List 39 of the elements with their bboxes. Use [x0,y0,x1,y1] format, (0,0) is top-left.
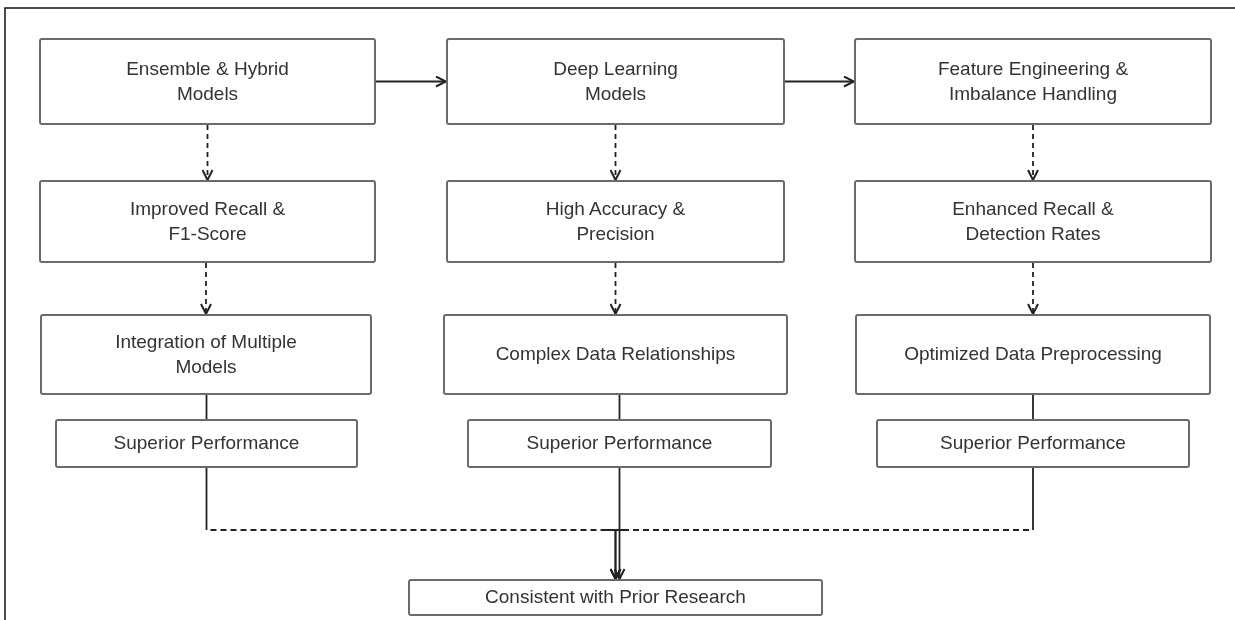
box-label: Improved Recall & F1-Score [128,196,287,246]
arrow [609,262,622,315]
arrow [784,75,855,88]
connector-line [205,394,208,420]
box-label: Enhanced Recall & Detection Rates [951,196,1115,246]
arrow [200,262,212,315]
process-box [876,419,1190,468]
arrow [201,124,214,181]
arrow [609,124,622,181]
process-box [855,314,1211,395]
process-box [40,314,372,395]
box-label: Ensemble & Hybrid Models [125,56,290,106]
arrow [375,75,447,88]
box-label: Deep Learning Models [552,56,679,106]
arrow [1027,124,1039,181]
box-label: Superior Performance [113,431,300,456]
connector-line [1032,394,1034,420]
arrow [1027,262,1039,315]
process-box [446,38,785,125]
box-label: Optimized Data Preprocessing [904,342,1162,367]
box-label: Superior Performance [526,431,713,456]
box-label: Feature Engineering & Imbalance Handling [936,56,1130,106]
box-label: Consistent with Prior Research [485,585,746,610]
process-box [854,38,1212,125]
process-box [446,180,785,263]
process-box [55,419,358,468]
process-box [467,419,772,468]
box-label: Superior Performance [940,431,1126,456]
connector-line [618,394,621,420]
process-box [443,314,788,395]
arrow [613,467,626,580]
process-box [854,180,1212,263]
arrow [609,467,1034,580]
box-label: Complex Data Relationships [495,342,736,367]
process-box [39,38,376,125]
process-box [39,180,376,263]
process-box [408,579,823,616]
box-label: Integration of Multiple Models [114,329,298,379]
box-label: High Accuracy & Precision [544,196,687,246]
